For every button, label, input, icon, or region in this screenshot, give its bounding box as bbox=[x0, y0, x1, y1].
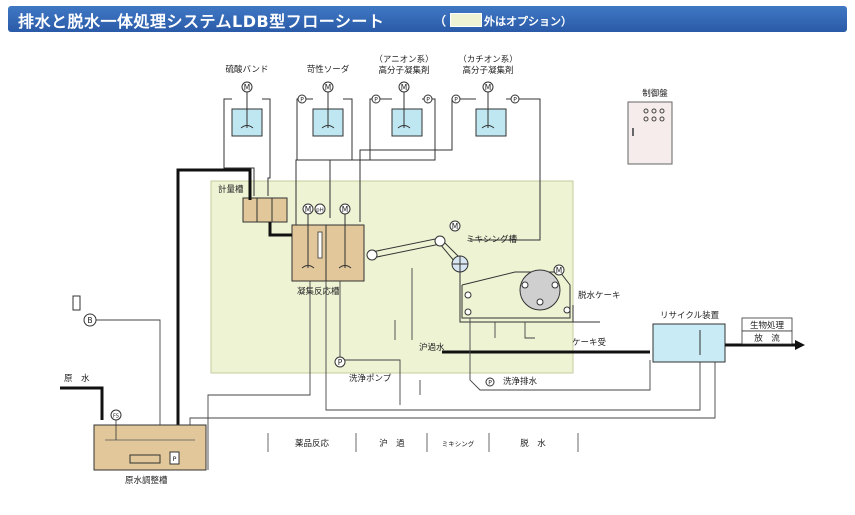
label-raw-water: 原 水 bbox=[64, 373, 90, 384]
svg-text:M: M bbox=[556, 266, 562, 275]
chem-tank-sulfuric bbox=[231, 92, 263, 137]
motor-icon: M bbox=[553, 264, 565, 276]
motor-icon: M bbox=[241, 81, 253, 93]
belt-press bbox=[366, 235, 575, 323]
motor-icon: M bbox=[302, 203, 314, 215]
svg-text:P: P bbox=[454, 97, 458, 104]
label-cake-receiver: ケーキ受 bbox=[572, 337, 607, 348]
svg-text:FS: FS bbox=[113, 414, 119, 420]
control-panel: 制御盤 bbox=[627, 88, 673, 165]
label-cation-type: （カチオン系） bbox=[458, 54, 518, 65]
pump-icon: P bbox=[485, 377, 495, 387]
chem-tank-anion bbox=[391, 92, 423, 137]
ph-meter-icon: pH bbox=[314, 203, 326, 215]
label-coag-tank: 凝集反応槽 bbox=[297, 286, 340, 297]
motor-icon: M bbox=[322, 81, 334, 93]
legend-note: 外はオプション） bbox=[484, 15, 572, 28]
svg-text:M: M bbox=[244, 83, 250, 92]
chem-feed-lines bbox=[223, 98, 541, 241]
motor-icon: M bbox=[398, 81, 410, 93]
label-sulfuric-band: 硫酸バンド bbox=[226, 64, 269, 75]
raw-water-line bbox=[60, 168, 292, 470]
legend-swatch bbox=[450, 13, 482, 27]
piping bbox=[90, 268, 716, 470]
label-recycle-device: リサイクル装置 bbox=[660, 310, 720, 321]
motor-icon: M bbox=[339, 203, 351, 215]
label-anion-coagulant: 高分子凝集剤 bbox=[378, 65, 429, 76]
label-control-panel: 制御盤 bbox=[642, 88, 668, 99]
label-raw-water-tank: 原水調整槽 bbox=[125, 475, 168, 486]
pump-icon: P bbox=[423, 94, 433, 104]
svg-text:M: M bbox=[401, 83, 407, 92]
pump-icon: P bbox=[334, 356, 346, 368]
label-filtrate: 沪過水 bbox=[419, 342, 445, 353]
label-discharge: 放 流 bbox=[754, 333, 780, 344]
chem-tank-caustic bbox=[312, 92, 344, 137]
metering-tank bbox=[242, 197, 288, 223]
chem-tank-cation bbox=[475, 92, 507, 137]
label-wash-pump: 洗浄ポンプ bbox=[349, 373, 392, 384]
label-mixing-tank: ミキシング槽 bbox=[466, 234, 518, 245]
pump-icon: P bbox=[510, 94, 520, 104]
svg-text:P: P bbox=[338, 358, 343, 367]
label-bio-treatment: 生物処理 bbox=[750, 320, 785, 331]
pump-icon: P bbox=[297, 94, 307, 104]
label-dewatered-cake: 脱水ケーキ bbox=[578, 290, 621, 301]
svg-text:P: P bbox=[488, 380, 492, 387]
label-stage-dewater: 脱 水 bbox=[520, 438, 546, 449]
label-stage-filter: 沪 過 bbox=[379, 438, 405, 449]
float-switch-icon: FS bbox=[110, 409, 122, 421]
label-metering-tank: 計量槽 bbox=[218, 184, 244, 195]
label-wash-drain: 洗浄排水 bbox=[503, 376, 538, 387]
svg-text:B: B bbox=[87, 316, 92, 325]
label-anion-type: （アニオン系） bbox=[374, 54, 433, 65]
label-caustic-soda: 苛性ソーダ bbox=[307, 64, 350, 75]
svg-text:M: M bbox=[305, 205, 311, 214]
svg-text:M: M bbox=[342, 205, 348, 214]
output-labels: 生物処理 放 流 bbox=[741, 317, 793, 345]
recycle-device: リサイクル装置 bbox=[652, 310, 726, 363]
blower-icon: B bbox=[72, 295, 97, 327]
svg-text:M: M bbox=[485, 83, 491, 92]
label-cation-coagulant: 高分子凝集剤 bbox=[462, 65, 513, 76]
coagulation-tank bbox=[291, 214, 365, 282]
svg-text:P: P bbox=[374, 97, 378, 104]
svg-text:pH: pH bbox=[316, 208, 324, 214]
raw-water-tank: P bbox=[93, 424, 207, 471]
pump-icon: P bbox=[371, 94, 381, 104]
arrow-icon bbox=[795, 340, 805, 350]
cake-chute bbox=[572, 305, 600, 323]
label-stage-chem: 薬品反応 bbox=[295, 438, 330, 449]
svg-text:M: M bbox=[325, 83, 331, 92]
legend-paren: （ bbox=[434, 14, 447, 28]
label-stage-mixing: ミキシング bbox=[442, 439, 475, 448]
pump-icon: P bbox=[451, 94, 461, 104]
page-title: 排水と脱水一体処理システムLDB型フローシート bbox=[18, 12, 385, 31]
title-bar: 排水と脱水一体処理システムLDB型フローシート （ 外はオプション） bbox=[8, 6, 847, 32]
svg-text:P: P bbox=[173, 455, 177, 463]
svg-text:M: M bbox=[452, 222, 458, 231]
motor-icon: M bbox=[482, 81, 494, 93]
svg-text:P: P bbox=[300, 97, 304, 104]
motor-icon: M bbox=[449, 220, 461, 232]
svg-text:P: P bbox=[426, 97, 430, 104]
svg-text:P: P bbox=[513, 97, 517, 104]
stage-bar bbox=[267, 433, 579, 452]
